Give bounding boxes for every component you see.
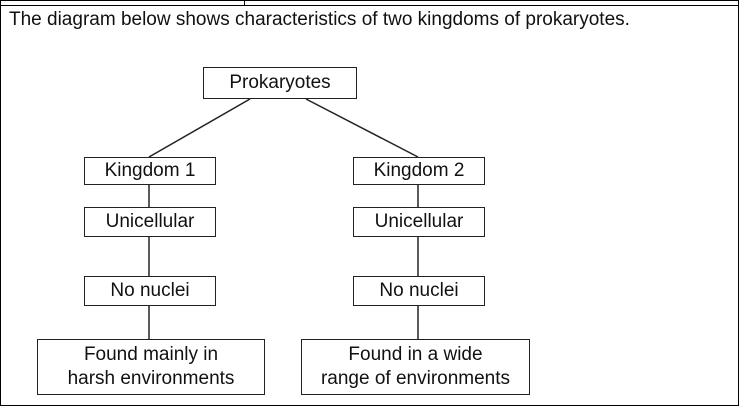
header-cell-divider [244, 0, 245, 6]
node-kingdom-2-unicellular: Unicellular [353, 207, 485, 237]
header-divider [0, 5, 739, 6]
node-kingdom-1-no-nuclei: No nuclei [84, 276, 216, 306]
node-kingdom-2-habitat: Found in a wide range of environments [301, 339, 530, 395]
node-kingdom-1-habitat: Found mainly in harsh environments [37, 339, 265, 395]
node-kingdom-2-no-nuclei: No nuclei [353, 276, 485, 306]
node-kingdom-2: Kingdom 2 [353, 157, 485, 185]
connector-root-k2 [305, 98, 419, 158]
top-border [0, 0, 739, 1]
node-kingdom-1: Kingdom 1 [84, 157, 216, 185]
connector-root-k1 [148, 98, 251, 158]
node-prokaryotes: Prokaryotes [203, 67, 357, 99]
node-kingdom-1-unicellular: Unicellular [84, 207, 216, 237]
intro-text: The diagram below shows characteristics … [9, 9, 630, 30]
